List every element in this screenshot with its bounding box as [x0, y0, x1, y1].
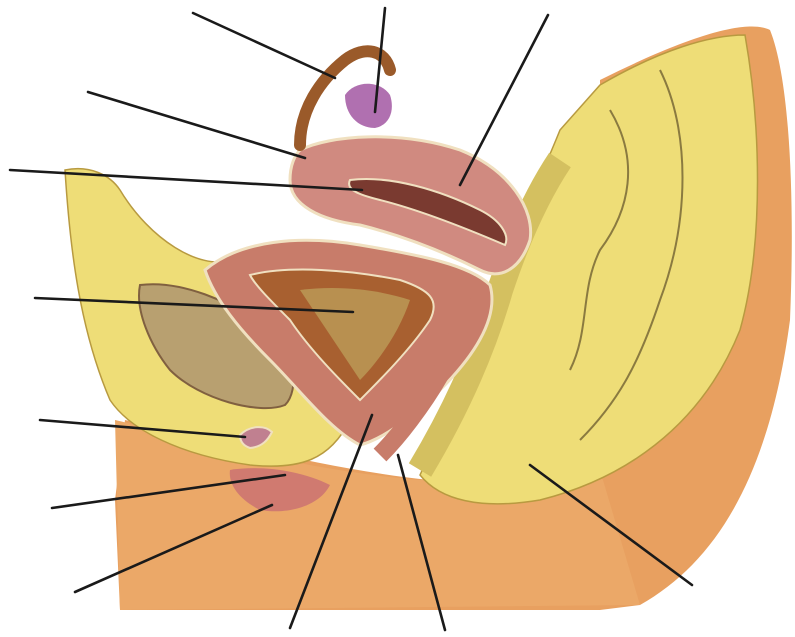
- leader-line-3: [460, 15, 548, 185]
- ovary: [345, 84, 392, 128]
- leader-line-1: [193, 13, 335, 78]
- leader-line-4: [88, 92, 305, 158]
